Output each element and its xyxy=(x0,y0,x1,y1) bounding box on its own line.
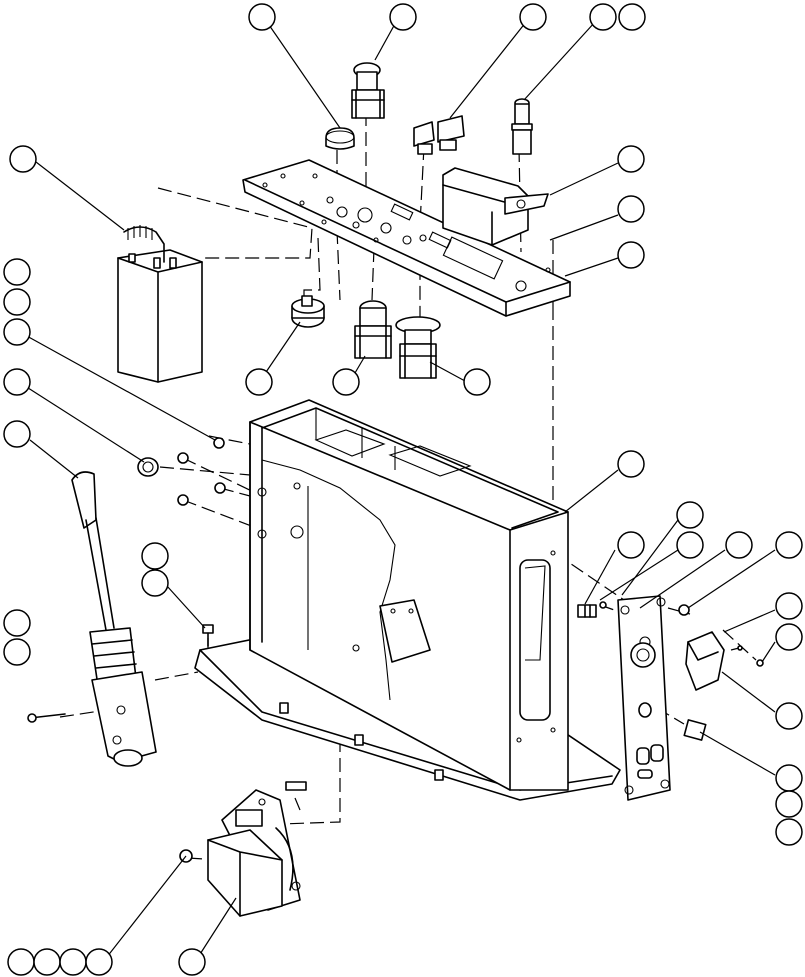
callout-19 xyxy=(676,501,704,529)
indicator-light xyxy=(511,98,533,155)
screw-right-2 xyxy=(756,659,764,667)
callout-3 xyxy=(519,3,547,31)
cover-cap xyxy=(685,631,725,691)
battery-box xyxy=(117,225,203,383)
callout-35 xyxy=(33,948,61,976)
screw-right-1 xyxy=(678,604,690,616)
rocker-switches xyxy=(413,115,465,155)
callout-14 xyxy=(3,420,31,448)
callouts xyxy=(3,3,803,976)
callout-5 xyxy=(618,3,646,31)
joystick xyxy=(27,471,157,767)
callout-32 xyxy=(3,609,31,637)
callout-18 xyxy=(617,450,645,478)
callout-25 xyxy=(775,623,803,651)
fastener-group-left xyxy=(137,437,226,506)
small-connector xyxy=(683,719,707,741)
callout-8 xyxy=(617,241,645,269)
callout-6 xyxy=(617,145,645,173)
callout-36 xyxy=(59,948,87,976)
callout-27 xyxy=(775,764,803,792)
callout-38 xyxy=(178,948,206,976)
callout-12 xyxy=(3,318,31,346)
callout-31 xyxy=(141,569,169,597)
callout-15 xyxy=(245,368,273,396)
buzzer xyxy=(291,295,325,328)
callout-37 xyxy=(85,948,113,976)
callout-4 xyxy=(589,3,617,31)
callout-2 xyxy=(389,3,417,31)
callout-21 xyxy=(676,531,704,559)
callout-26 xyxy=(775,702,803,730)
connector-plate xyxy=(617,595,671,801)
callout-33 xyxy=(3,638,31,666)
estop-button-top xyxy=(351,62,385,119)
callout-34 xyxy=(7,948,35,976)
cable-gland xyxy=(577,601,607,618)
callout-13 xyxy=(3,368,31,396)
callout-30 xyxy=(141,542,169,570)
callout-11 xyxy=(3,288,31,316)
button-cap xyxy=(325,127,355,150)
screw-right-3 xyxy=(737,645,743,651)
callout-16 xyxy=(332,368,360,396)
callout-1 xyxy=(248,3,276,31)
callout-20 xyxy=(617,531,645,559)
leader-lines xyxy=(24,21,776,963)
estop-button-lower xyxy=(395,316,441,379)
callout-10 xyxy=(3,258,31,286)
standoff-bolt xyxy=(202,624,214,647)
callout-9 xyxy=(9,145,37,173)
callout-22 xyxy=(725,531,753,559)
main-enclosure xyxy=(194,399,621,801)
callout-24 xyxy=(775,592,803,620)
callout-28 xyxy=(775,790,803,818)
callout-29 xyxy=(775,818,803,846)
top-control-plate xyxy=(242,159,571,317)
horn-box xyxy=(442,167,549,246)
contactor-assembly xyxy=(179,781,307,917)
switch-body-lower-1 xyxy=(354,300,392,359)
callout-23 xyxy=(775,531,803,559)
callout-17 xyxy=(463,368,491,396)
callout-7 xyxy=(617,195,645,223)
